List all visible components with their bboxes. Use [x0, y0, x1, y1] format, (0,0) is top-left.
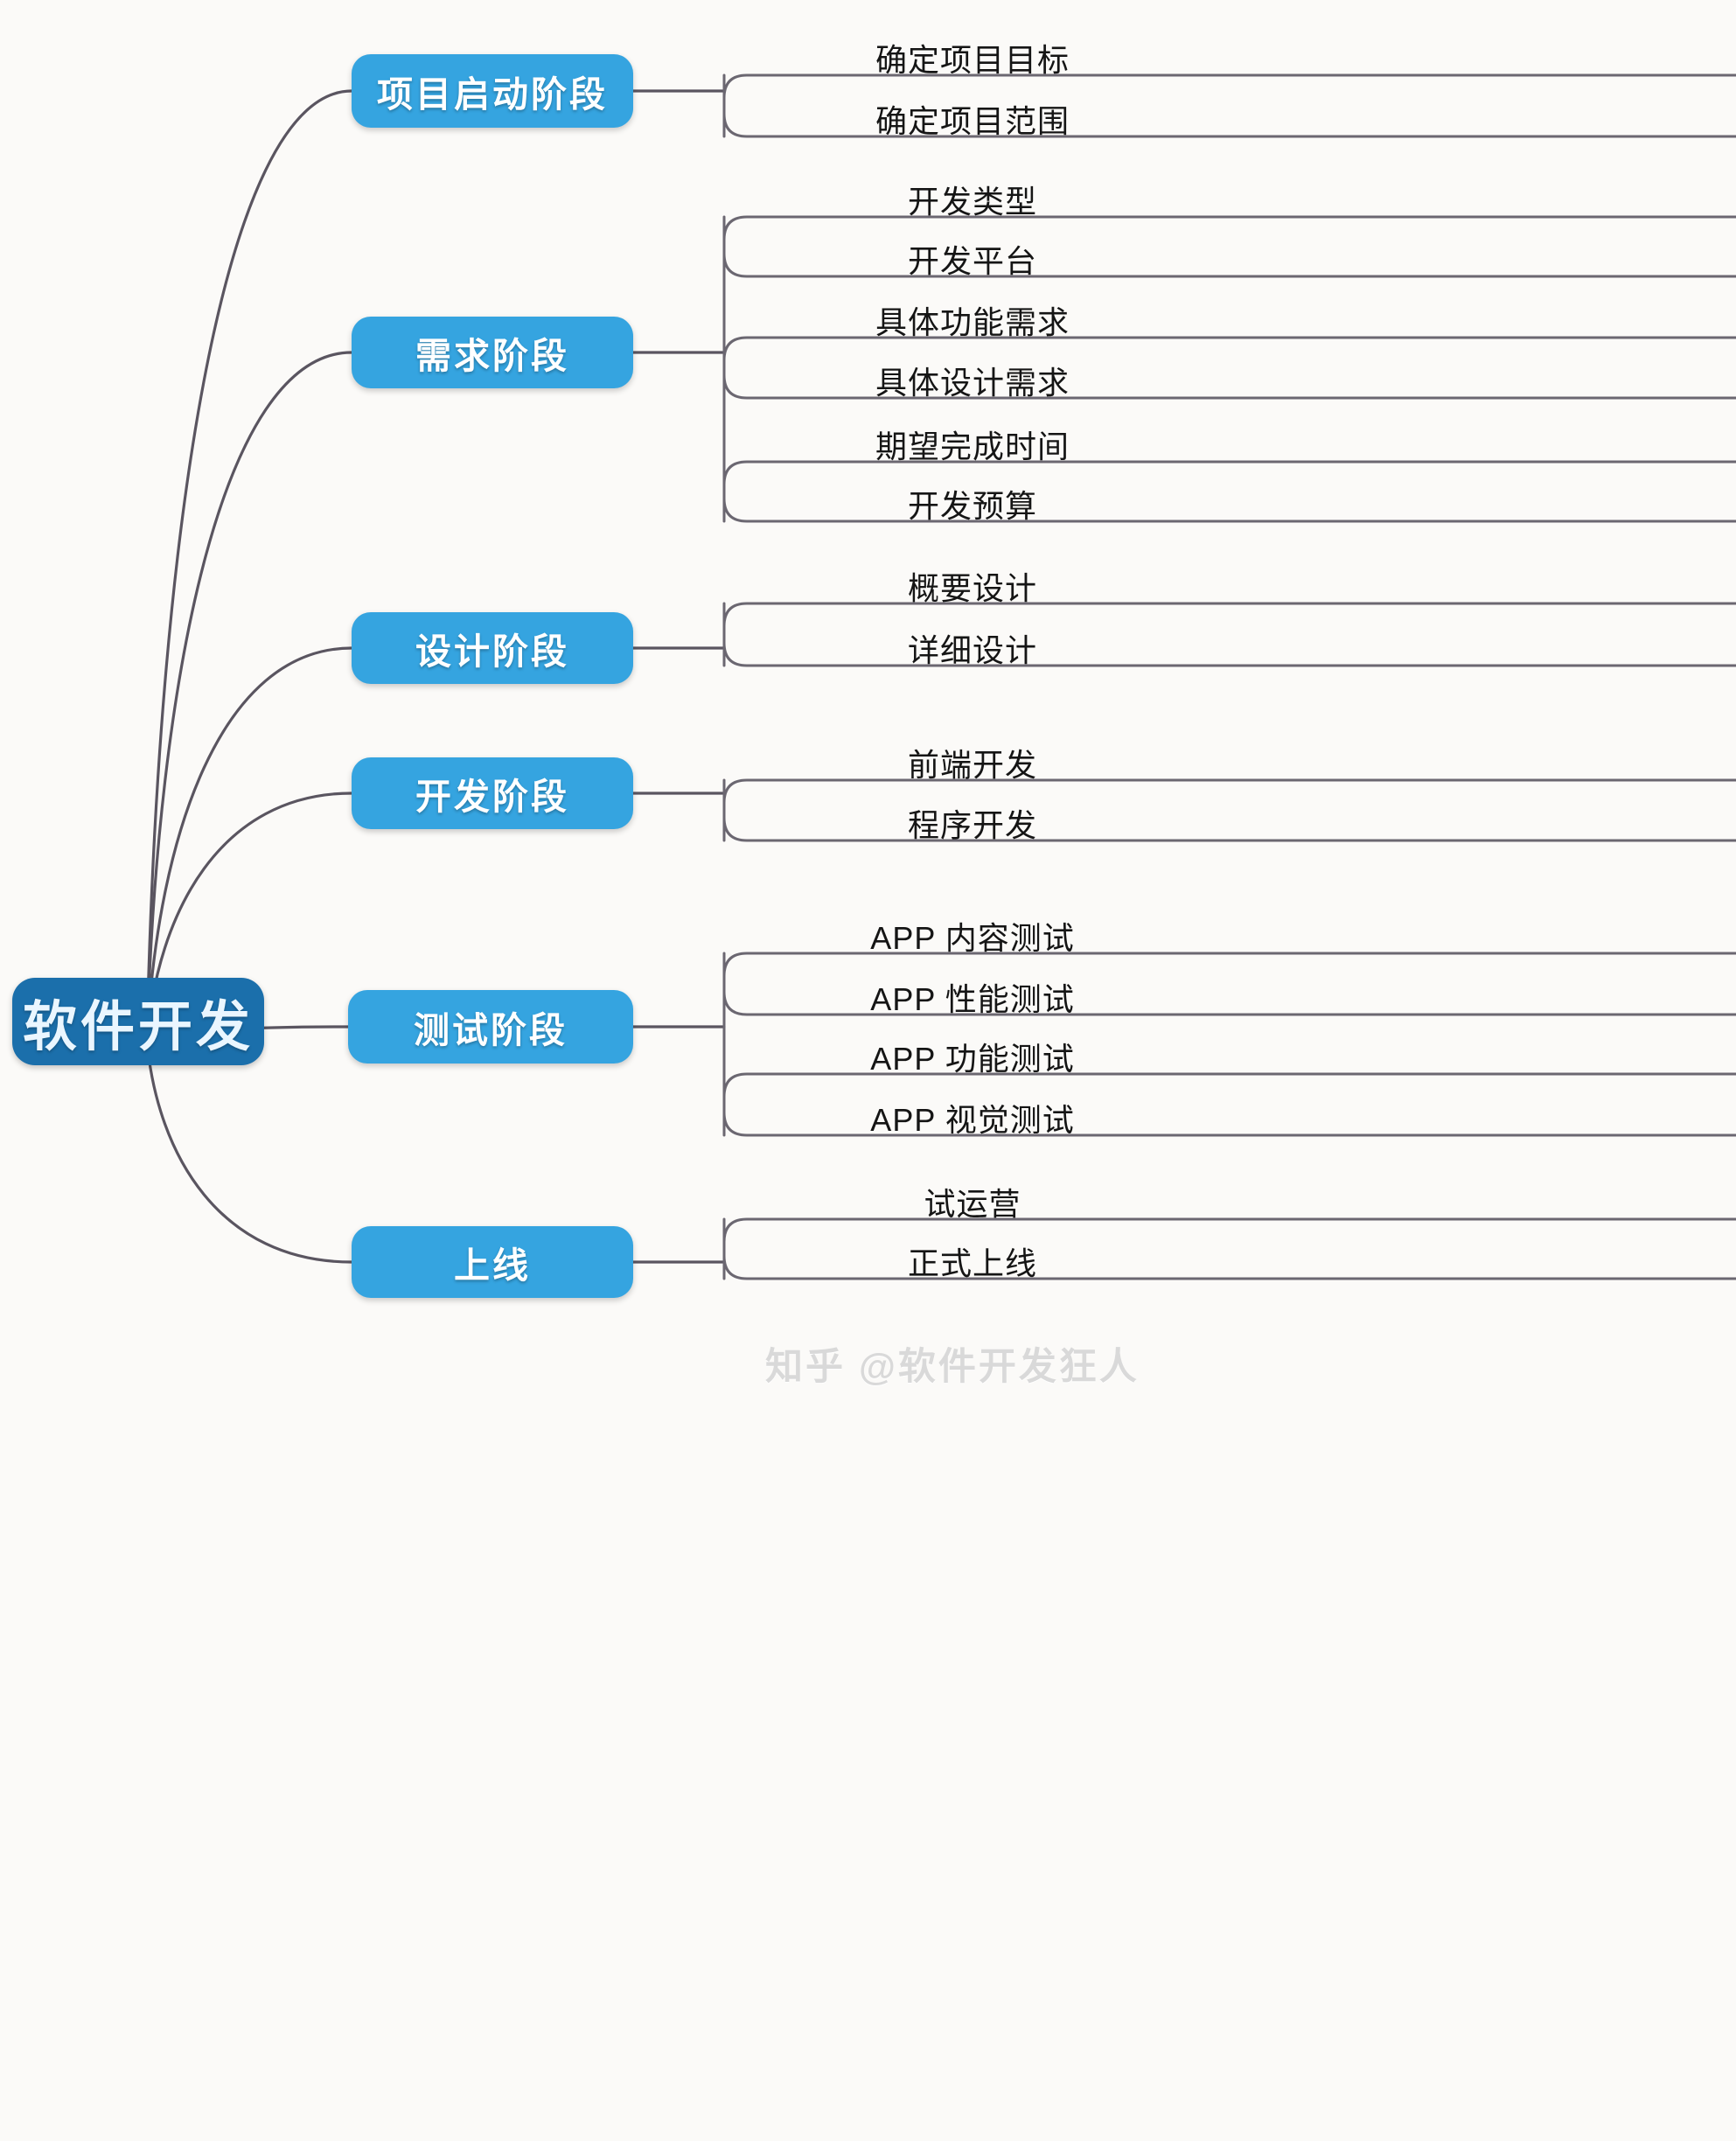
root-node-label: 软件开发	[22, 997, 254, 1057]
branch-node-launch[interactable]: 上线	[352, 1226, 633, 1298]
leaf-node[interactable]: 期望完成时间	[875, 429, 1070, 464]
branch-node-testing[interactable]: 测试阶段	[348, 990, 633, 1064]
branch-node-label: 需求阶段	[415, 336, 569, 376]
branch-node-project-kickoff[interactable]: 项目启动阶段	[352, 54, 633, 128]
leaf-node[interactable]: 详细设计	[907, 632, 1038, 668]
leaf-node[interactable]: 确定项目范围	[875, 103, 1070, 139]
leaf-node[interactable]: 确定项目目标	[875, 42, 1070, 78]
branch-node-label: 开发阶段	[415, 777, 569, 817]
leaf-node[interactable]: 前端开发	[907, 747, 1038, 783]
leaf-node[interactable]: APP 性能测试	[870, 981, 1075, 1017]
leaf-node[interactable]: 具体功能需求	[875, 304, 1070, 340]
leaf-node[interactable]: 开发预算	[907, 488, 1038, 524]
branch-node-label: 测试阶段	[414, 1010, 568, 1050]
leaf-node[interactable]: APP 功能测试	[870, 1041, 1075, 1077]
leaf-node[interactable]: APP 内容测试	[870, 920, 1075, 956]
leaf-node[interactable]: 程序开发	[907, 807, 1038, 843]
leaf-node[interactable]: 试运营	[924, 1186, 1021, 1222]
leaf-node[interactable]: 概要设计	[907, 570, 1038, 606]
leaf-node[interactable]: 开发类型	[907, 184, 1038, 220]
branch-node-design[interactable]: 设计阶段	[352, 612, 633, 684]
branch-node-label: 项目启动阶段	[377, 74, 608, 115]
leaf-node[interactable]: 开发平台	[907, 243, 1038, 279]
leaf-node[interactable]: APP 视觉测试	[870, 1102, 1075, 1138]
leaf-node[interactable]: 具体设计需求	[875, 365, 1070, 401]
branch-node-development[interactable]: 开发阶段	[352, 757, 633, 829]
leaf-node[interactable]: 正式上线	[907, 1245, 1038, 1281]
watermark: 知乎 @软件开发狂人	[765, 1346, 1140, 1388]
branch-node-requirements[interactable]: 需求阶段	[352, 317, 633, 388]
root-node[interactable]: 软件开发	[12, 978, 264, 1065]
branch-node-label: 上线	[454, 1245, 531, 1286]
branch-node-label: 设计阶段	[415, 631, 569, 672]
